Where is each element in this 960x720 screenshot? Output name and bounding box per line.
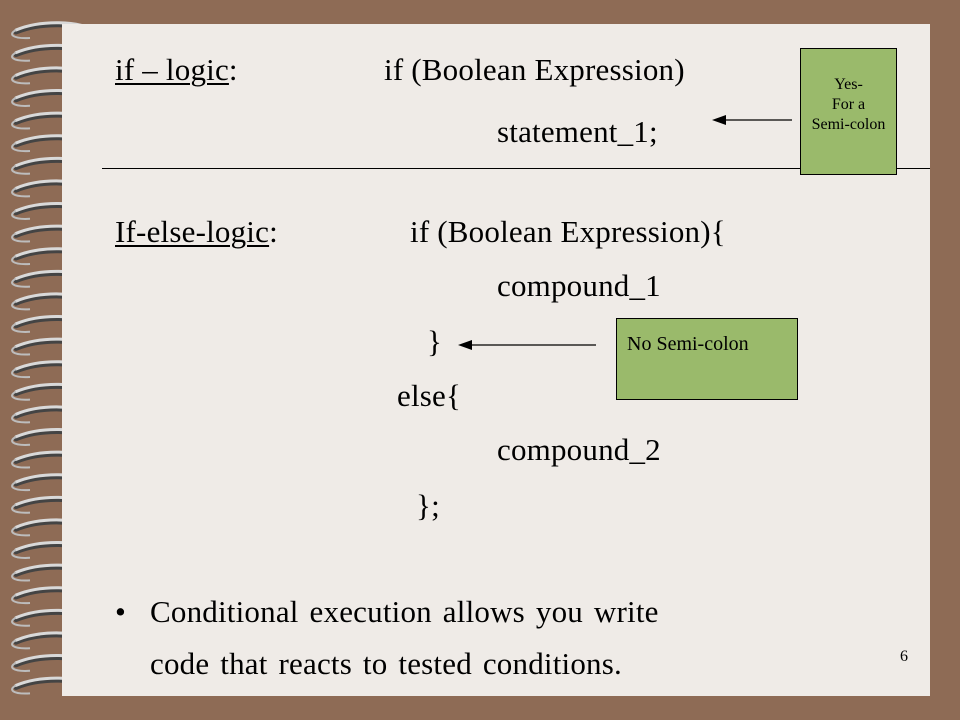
bullet-line-2: code that reacts to tested conditions.: [150, 646, 622, 681]
else-keyword: else{: [397, 378, 462, 413]
if-else-logic-label: If-else-logic: [115, 214, 270, 249]
bullet-marker: •: [115, 594, 127, 629]
callout-no-semicolon: No Semi-colon: [616, 318, 798, 400]
if-else-logic-heading: If-else-logic:: [115, 214, 278, 249]
slide-number: 6: [900, 648, 908, 665]
end-brace-semicolon: };: [416, 488, 440, 523]
arrow-to-statement: [712, 115, 792, 125]
arrow-to-close-brace: [458, 340, 596, 350]
callout-yes-semicolon: Yes- For a Semi-colon: [800, 48, 897, 175]
compound-2: compound_2: [497, 432, 661, 467]
section-divider: [102, 168, 930, 169]
close-brace: }: [427, 324, 443, 359]
if-logic-heading: if – logic:: [115, 52, 238, 87]
if-logic-label: if – logic: [115, 52, 229, 87]
compound-1: compound_1: [497, 268, 661, 303]
if-else-condition: if (Boolean Expression){: [410, 214, 726, 249]
if-statement: statement_1;: [497, 114, 658, 149]
bullet-line-1: Conditional execution allows you write: [150, 594, 659, 629]
if-condition: if (Boolean Expression): [384, 52, 685, 87]
